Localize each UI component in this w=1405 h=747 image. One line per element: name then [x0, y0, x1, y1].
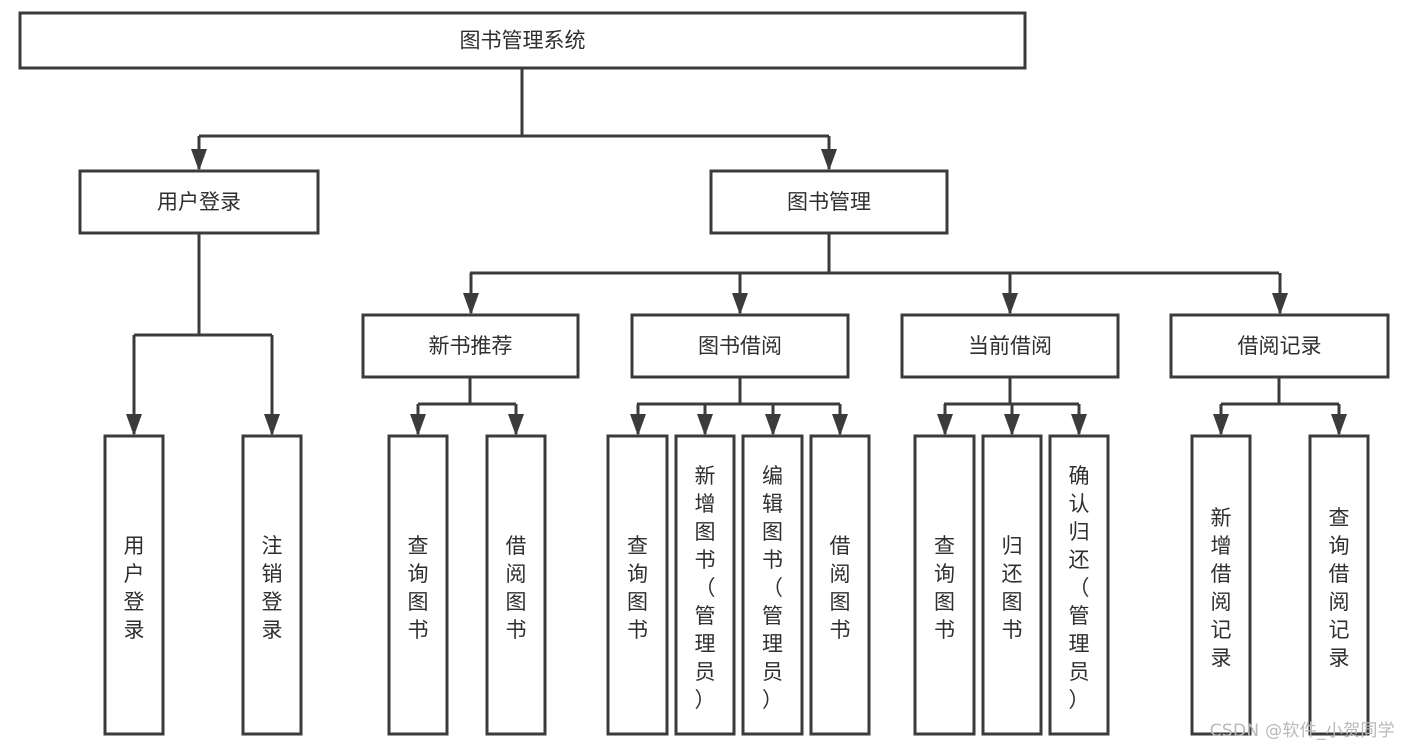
connector-arrow [191, 136, 207, 171]
node-box [1308, 434, 1370, 736]
node-box [387, 434, 449, 736]
connector-bus [637, 377, 840, 406]
node-box [103, 434, 165, 736]
node-box [709, 169, 949, 235]
node-label: 用户登录 [124, 534, 145, 642]
node-label: 新增借阅记录 [1211, 506, 1232, 670]
connector-bus [199, 68, 829, 138]
node-box [1190, 434, 1252, 736]
connector-arrow [732, 273, 748, 315]
connector-arrow [1002, 273, 1018, 315]
node-box [630, 313, 850, 379]
node-leaf-edit-book[interactable]: 编辑图书（管理员） [741, 434, 804, 736]
connector-arrow [937, 404, 953, 436]
node-leaf-query-book-borrow[interactable]: 查询图书 [606, 434, 669, 736]
node-label: 查询图书 [627, 534, 648, 642]
node-leaf-return-book[interactable]: 归还图书 [981, 434, 1043, 736]
node-book-borrow[interactable]: 图书借阅 [630, 313, 850, 379]
connector-arrow [463, 273, 479, 315]
node-label: 新增图书（管理员） [695, 464, 716, 712]
connector-bus [944, 377, 1079, 406]
node-box [1169, 313, 1390, 379]
connector-layer [126, 68, 1347, 436]
node-label: 借阅记录 [1238, 334, 1322, 358]
connector-bus [470, 233, 1279, 275]
node-box [741, 434, 804, 736]
connector-arrow [1004, 404, 1020, 436]
node-box [606, 434, 669, 736]
node-root[interactable]: 图书管理系统 [18, 11, 1027, 70]
node-current-borrow[interactable]: 当前借阅 [900, 313, 1120, 379]
connector-arrow [264, 335, 280, 436]
node-label: 用户登录 [157, 190, 241, 214]
connector-arrow [821, 136, 837, 171]
node-user-login[interactable]: 用户登录 [78, 169, 320, 235]
connector-arrow [410, 404, 426, 436]
node-box [809, 434, 871, 736]
node-box [78, 169, 320, 235]
node-label: 查询借阅记录 [1329, 506, 1350, 670]
connector-arrow [765, 404, 781, 436]
node-box [981, 434, 1043, 736]
node-label: 借阅图书 [506, 534, 527, 642]
node-leaf-add-record[interactable]: 新增借阅记录 [1190, 434, 1252, 736]
node-leaf-add-book[interactable]: 新增图书（管理员） [674, 434, 736, 736]
node-leaf-user-login[interactable]: 用户登录 [103, 434, 165, 736]
connector-arrow [1272, 273, 1288, 315]
node-new-book-recommend[interactable]: 新书推荐 [361, 313, 580, 379]
connector-arrow [1071, 404, 1087, 436]
node-leaf-logout[interactable]: 注销登录 [241, 434, 303, 736]
node-leaf-confirm-return[interactable]: 确认归还（管理员） [1048, 434, 1110, 736]
node-label: 新书推荐 [429, 334, 513, 358]
node-box [485, 434, 547, 736]
node-label: 当前借阅 [968, 334, 1052, 358]
node-label: 借阅图书 [830, 534, 851, 642]
node-leaf-borrow-book[interactable]: 借阅图书 [809, 434, 871, 736]
connector-arrow [630, 404, 646, 436]
node-leaf-query-record[interactable]: 查询借阅记录 [1308, 434, 1370, 736]
node-box [241, 434, 303, 736]
node-borrow-record[interactable]: 借阅记录 [1169, 313, 1390, 379]
node-label: 注销登录 [262, 534, 283, 642]
connector-arrow [1213, 404, 1229, 436]
connector-arrow [126, 335, 142, 436]
node-leaf-query-book-current[interactable]: 查询图书 [913, 434, 976, 736]
node-label: 图书管理系统 [460, 29, 586, 53]
connector-arrow [508, 404, 524, 436]
connector-bus [134, 233, 272, 337]
connector-arrow [697, 404, 713, 436]
node-label: 图书借阅 [698, 334, 782, 358]
node-box [1048, 434, 1110, 736]
connector-arrow [1331, 404, 1347, 436]
node-label: 编辑图书（管理员） [762, 464, 783, 712]
node-leaf-query-book-rec[interactable]: 查询图书 [387, 434, 449, 736]
node-box [900, 313, 1120, 379]
node-leaf-borrow-book-rec[interactable]: 借阅图书 [485, 434, 547, 736]
node-label: 图书管理 [787, 190, 871, 214]
node-book-manage[interactable]: 图书管理 [709, 169, 949, 235]
node-label: 查询图书 [408, 534, 429, 642]
node-box [18, 11, 1027, 70]
node-layer: 图书管理系统用户登录图书管理新书推荐图书借阅当前借阅借阅记录用户登录注销登录查询… [18, 11, 1390, 736]
node-label: 归还图书 [1002, 534, 1023, 642]
watermark-label: CSDN @软件_小贺同学 [1209, 721, 1395, 741]
node-label: 确认归还（管理员） [1069, 464, 1090, 712]
node-box [913, 434, 976, 736]
node-label: 查询图书 [934, 534, 955, 642]
connector-arrow [832, 404, 848, 436]
node-box [361, 313, 580, 379]
connector-bus [1221, 377, 1339, 406]
node-box [674, 434, 736, 736]
connector-bus [418, 377, 516, 406]
